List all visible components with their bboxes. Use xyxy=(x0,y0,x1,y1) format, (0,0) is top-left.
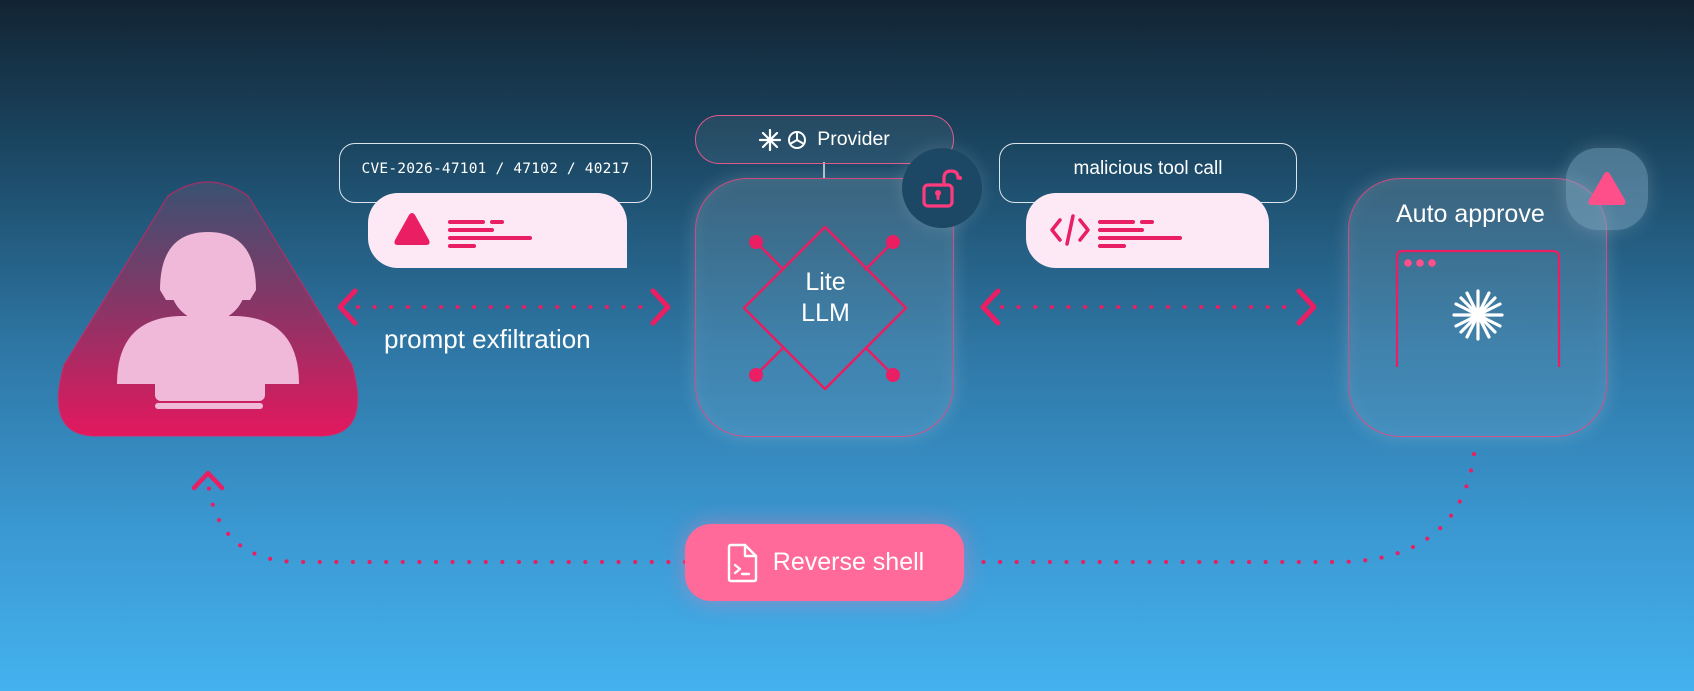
cve-label: CVE-2026-47101 / 47102 / 40217 xyxy=(361,161,630,177)
auto-approve-label: Auto approve xyxy=(1396,200,1545,228)
prompt-exfiltration-connector xyxy=(337,288,671,326)
tool-call-connector xyxy=(980,288,1317,326)
prompt-exfiltration-label: prompt exfiltration xyxy=(384,324,591,354)
tool-call-label: malicious tool call xyxy=(1073,158,1223,179)
core-label-line1: Lite xyxy=(805,268,846,296)
auto-approve-node: Auto approve xyxy=(1348,178,1607,437)
hooded-attacker-icon xyxy=(117,232,299,409)
spark-icon xyxy=(1452,289,1504,341)
tool-call-message-bubble xyxy=(1026,193,1269,268)
code-brackets-icon xyxy=(1050,214,1182,248)
unlocked-badge xyxy=(902,148,982,228)
exfil-message-bubble xyxy=(368,193,627,268)
warning-badge xyxy=(1566,148,1648,230)
reverse-shell-label: Reverse shell xyxy=(772,548,925,576)
reverse-shell-button[interactable]: Reverse shell xyxy=(685,524,964,601)
litellm-node: Lite LLM xyxy=(695,178,954,437)
unlocked-padlock-icon xyxy=(922,169,962,208)
provider-pill: Provider xyxy=(695,115,954,164)
openai-icon xyxy=(788,130,807,149)
reverse-shell-connector xyxy=(191,452,1476,564)
core-label-line2: LLM xyxy=(801,299,850,327)
litellm-diamond-graphic xyxy=(742,225,908,391)
provider-label: Provider xyxy=(817,128,890,150)
warning-triangle-icon xyxy=(1588,172,1626,205)
terminal-file-icon xyxy=(727,543,757,582)
anthropic-spark-icon xyxy=(759,128,782,151)
warning-triangle-icon xyxy=(394,213,532,248)
browser-window-icon xyxy=(1395,249,1561,367)
attacker-node xyxy=(57,181,359,437)
